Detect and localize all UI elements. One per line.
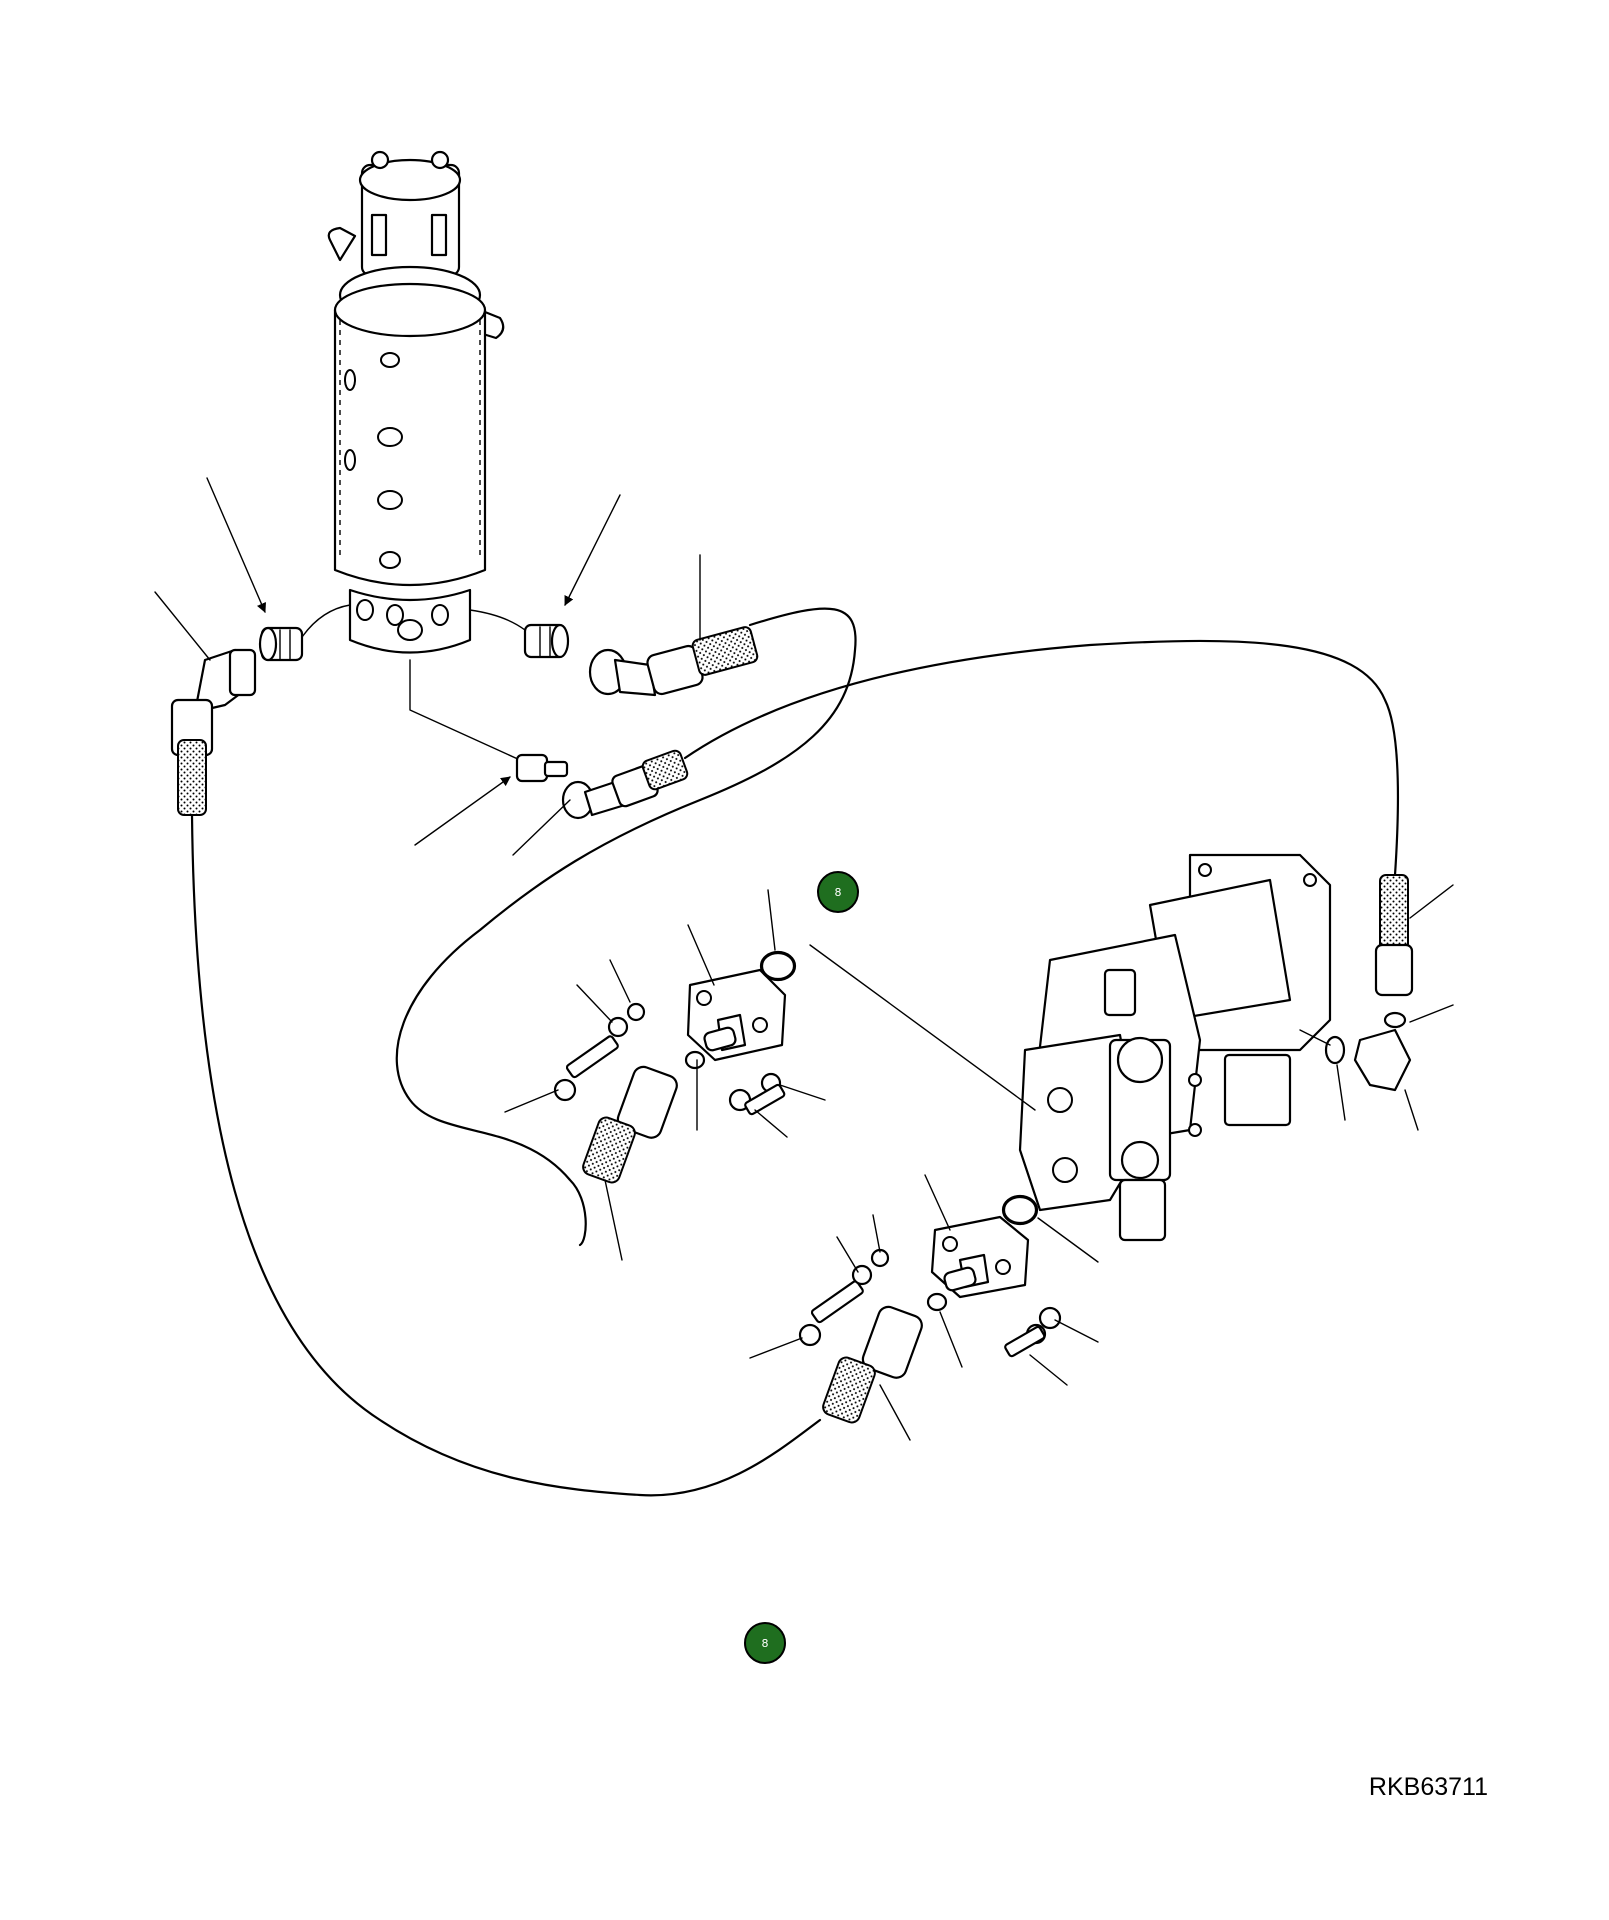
- upper-right-hose-end: [588, 626, 759, 697]
- hose-lines: [190, 607, 1400, 1497]
- hydraulic-motor: [1018, 853, 1332, 1242]
- left-elbow-hose-end: [170, 648, 257, 816]
- right-adapter-fitting: [469, 609, 570, 659]
- drawing-code: RKB63711: [1369, 1773, 1488, 1801]
- flange-assembly-upper: [553, 950, 797, 1184]
- marker-8-lower[interactable]: 8: [744, 1622, 786, 1664]
- flange-assembly-lower: [798, 1194, 1062, 1424]
- swivel-joint: [327, 150, 505, 654]
- o-rings: [760, 951, 1038, 1225]
- right-elbow-fitting: [1299, 874, 1414, 1092]
- leader-lines: [154, 477, 1454, 1441]
- lower-adapter-fitting: [409, 659, 569, 783]
- svg-text:8: 8: [835, 886, 842, 899]
- lower-center-hose-end: [561, 749, 689, 820]
- marker-8-upper[interactable]: 8: [817, 871, 859, 913]
- left-adapter-fitting: [258, 604, 351, 662]
- svg-text:8: 8: [762, 1637, 769, 1650]
